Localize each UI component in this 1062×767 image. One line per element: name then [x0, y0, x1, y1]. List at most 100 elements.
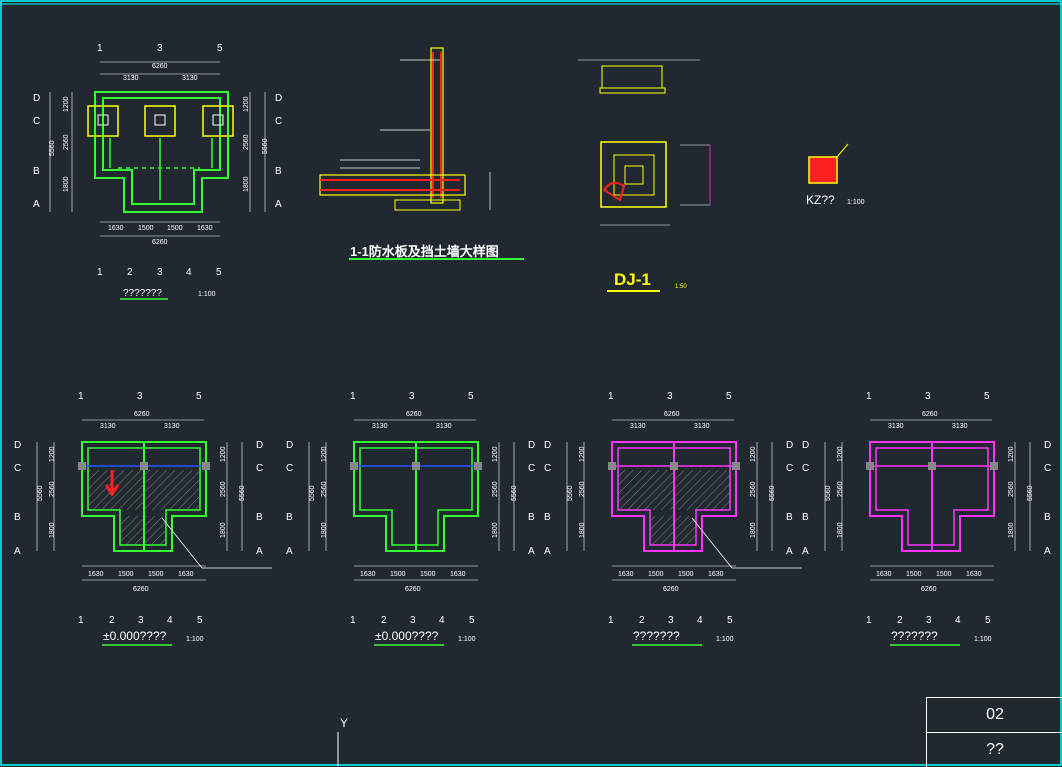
- dim-b1: 1630: [360, 571, 376, 578]
- axis-B-left: B: [544, 512, 551, 523]
- axis-B-right: B: [1044, 512, 1051, 523]
- title-block: 02 ??: [926, 697, 1062, 767]
- axis-D-left: D: [14, 440, 21, 451]
- dim-right-total: 5560: [511, 485, 518, 501]
- dim-right-2560: 2560: [750, 481, 757, 497]
- axis-C-right: C: [1044, 463, 1051, 474]
- dim-right-2560: 2560: [1008, 481, 1015, 497]
- fp-dim-left-1800: 1800: [63, 176, 70, 192]
- fp-dim-left-2560: 2560: [63, 134, 70, 150]
- axis-B-right: B: [786, 512, 793, 523]
- axis-top-1: 1: [866, 391, 872, 402]
- plan-title: ???????: [633, 629, 680, 643]
- dim-half-left: 3130: [630, 423, 646, 430]
- axis-A-left: A: [14, 546, 21, 557]
- fp-grid-bottom: 1 2 3 4 5: [97, 267, 222, 278]
- dim-b4: 1630: [450, 571, 466, 578]
- plan-scale: 1:100: [458, 636, 476, 643]
- axis-A-left: A: [802, 546, 809, 557]
- axis-A-right: A: [1044, 546, 1051, 557]
- axis-C-left: C: [544, 463, 551, 474]
- dim-b2: 1500: [906, 571, 922, 578]
- axis-bottom-4: 4: [439, 615, 445, 626]
- fp-dim-b1: 1630: [108, 225, 124, 232]
- dim-left-total: 5560: [825, 485, 832, 501]
- axis-A-left: A: [544, 546, 551, 557]
- dim-left-1200: 1200: [49, 446, 56, 462]
- dim-right-1200: 1200: [1008, 446, 1015, 462]
- dim-btotal: 6260: [921, 586, 937, 593]
- axis-bottom-3: 3: [410, 615, 416, 626]
- axis-bottom-5: 5: [727, 615, 733, 626]
- fp-dim-total-top: 6260: [152, 63, 168, 70]
- plan-scale: 1:100: [974, 636, 992, 643]
- dim-right-total: 5560: [769, 485, 776, 501]
- dj1-detail: DJ-1 1:50: [578, 59, 711, 292]
- axis-top-5: 5: [984, 391, 990, 402]
- dim-left-total: 5560: [37, 485, 44, 501]
- dj1-scale: 1:50: [675, 284, 687, 290]
- dim-left-2560: 2560: [321, 481, 328, 497]
- axis-top-5: 5: [196, 391, 202, 402]
- dim-half-left: 3130: [888, 423, 904, 430]
- axis-bottom-2: 2: [109, 615, 115, 626]
- fp-axis-B-right: B: [275, 166, 282, 177]
- dim-half-right: 3130: [952, 423, 968, 430]
- axis-bottom-1: 1: [866, 615, 872, 626]
- axis-bottom-1: 1: [350, 615, 356, 626]
- fp-axis-B-left: B: [33, 166, 40, 177]
- dim-b3: 1500: [678, 571, 694, 578]
- fp-axis-C-left: C: [33, 116, 40, 127]
- axis-bottom-5: 5: [197, 615, 203, 626]
- dim-total-top: 6260: [922, 411, 938, 418]
- dim-left-1200: 1200: [837, 446, 844, 462]
- dim-left-1200: 1200: [321, 446, 328, 462]
- axis-B-left: B: [14, 512, 21, 523]
- kz-title: KZ??: [806, 193, 835, 207]
- fp-axis-top-3: 3: [157, 43, 163, 54]
- axis-bottom-5: 5: [985, 615, 991, 626]
- fp-axis-D-left: D: [33, 93, 40, 104]
- axis-top-5: 5: [726, 391, 732, 402]
- fp-dim-b2: 1500: [138, 225, 154, 232]
- dim-b4: 1630: [966, 571, 982, 578]
- axis-B-left: B: [802, 512, 809, 523]
- dim-right-1200: 1200: [750, 446, 757, 462]
- fp-axis-top-5: 5: [217, 43, 223, 54]
- axis-bottom-3: 3: [138, 615, 144, 626]
- dim-right-2560: 2560: [492, 481, 499, 497]
- dim-right-1800: 1800: [1008, 522, 1015, 538]
- axis-top-1: 1: [78, 391, 84, 402]
- axis-top-3: 3: [925, 391, 931, 402]
- axis-D-left: D: [802, 440, 809, 451]
- fp-dim-right-1800: 1800: [243, 176, 250, 192]
- dim-left-2560: 2560: [579, 481, 586, 497]
- plan-title: ±0.000????: [375, 629, 439, 643]
- dim-b2: 1500: [648, 571, 664, 578]
- dim-half-left: 3130: [100, 423, 116, 430]
- ucs-y-label: Y: [340, 716, 348, 730]
- fp-dim-left-total: 5560: [49, 140, 56, 156]
- dim-b1: 1630: [88, 571, 104, 578]
- axis-D-left: D: [544, 440, 551, 451]
- dim-right-1800: 1800: [750, 522, 757, 538]
- plan-title: ±0.000????: [103, 629, 167, 643]
- fp-scale: 1:100: [198, 291, 216, 298]
- dim-left-total: 5560: [567, 485, 574, 501]
- axis-D-right: D: [1044, 440, 1051, 451]
- axis-A-left: A: [286, 546, 293, 557]
- dim-b4: 1630: [708, 571, 724, 578]
- svg-text:4: 4: [186, 267, 192, 278]
- axis-bottom-4: 4: [697, 615, 703, 626]
- dim-left-2560: 2560: [49, 481, 56, 497]
- fp-title: ???????: [123, 288, 162, 299]
- svg-text:1: 1: [97, 267, 103, 278]
- dim-btotal: 6260: [663, 586, 679, 593]
- dim-half-left: 3130: [372, 423, 388, 430]
- fp-dim-half-right: 3130: [182, 75, 198, 82]
- axis-bottom-5: 5: [469, 615, 475, 626]
- plan-title: ???????: [891, 629, 938, 643]
- axis-bottom-1: 1: [78, 615, 84, 626]
